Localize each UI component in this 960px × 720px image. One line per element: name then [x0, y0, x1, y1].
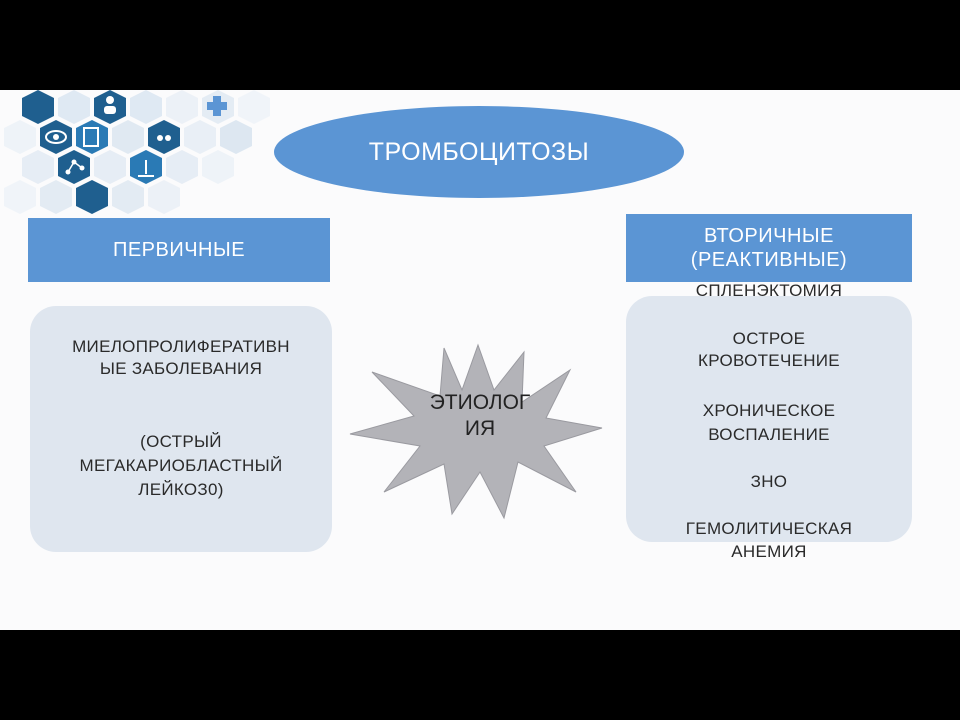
title-text: ТРОМБОЦИТОЗЫ — [368, 137, 590, 166]
secondary-header: ВТОРИЧНЫЕ (РЕАКТИВНЫЕ) — [626, 214, 912, 282]
cross-icon — [207, 96, 227, 116]
primary-cause-line-1: МИЕЛОПРОЛИФЕРАТИВН — [72, 337, 290, 356]
secondary-cause-bleeding-line-2: КРОВОТЕЧЕНИЕ — [698, 351, 840, 370]
secondary-cause-anemia-line-2: АНЕМИЯ — [731, 542, 807, 561]
primary-cause-line-3: (ОСТРЫЙ — [140, 432, 222, 451]
drops-icon — [157, 135, 171, 141]
etiology-label: ЭТИОЛОГ ИЯ — [395, 390, 565, 442]
primary-cause-line-5: ЛЕЙКОЗ0) — [138, 480, 224, 499]
starburst-shape — [349, 343, 603, 520]
etiology-line-2: ИЯ — [464, 417, 496, 440]
secondary-cause-zno: ЗНО — [750, 472, 788, 491]
primary-cause-line-2: ЫЕ ЗАБОЛЕВАНИЯ — [99, 359, 263, 378]
secondary-causes-box — [626, 296, 912, 542]
medical-hexagon-decoration — [4, 90, 270, 214]
eye-icon — [45, 130, 67, 144]
etiology-line-1: ЭТИОЛОГ — [429, 391, 531, 414]
secondary-header-line-2: (РЕАКТИВНЫЕ) — [690, 249, 848, 271]
slide: ТРОМБОЦИТОЗЫ ПЕРВИЧНЫЕ ВТОРИЧНЫЕ (РЕАКТИ… — [0, 90, 960, 630]
clipboard-icon — [83, 127, 99, 147]
secondary-cause-splenectomy: СПЛЕНЭКТОМИЯ — [695, 281, 843, 300]
primary-cause-line-4: МЕГАКАРИОБЛАСТНЫЙ — [79, 456, 283, 475]
microscope-icon — [138, 160, 154, 177]
secondary-cause-inflammation-line-2: ВОСПАЛЕНИЕ — [708, 425, 830, 444]
primary-causes-box — [30, 306, 332, 552]
secondary-cause-inflammation-line-1: ХРОНИЧЕСКОЕ — [702, 401, 836, 420]
hexagon-icon-cluster — [4, 90, 270, 214]
person-icon — [104, 96, 116, 114]
secondary-header-line-1: ВТОРИЧНЫЕ — [704, 225, 834, 247]
molecule-icon — [65, 159, 85, 175]
secondary-cause-anemia-line-1: ГЕМОЛИТИЧЕСКАЯ — [685, 519, 853, 538]
secondary-cause-bleeding-line-1: ОСТРОЕ — [732, 329, 806, 348]
primary-header: ПЕРВИЧНЫЕ — [28, 218, 330, 282]
primary-header-text: ПЕРВИЧНЫЕ — [112, 239, 246, 261]
etiology-starburst — [349, 343, 603, 520]
diagram-title: ТРОМБОЦИТОЗЫ — [274, 106, 684, 198]
